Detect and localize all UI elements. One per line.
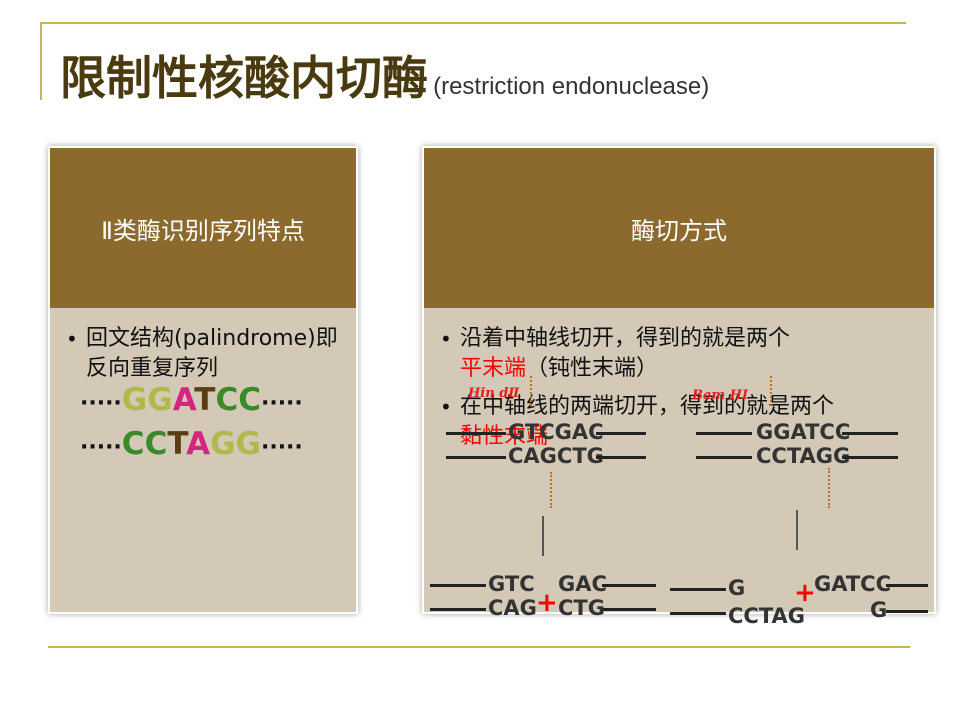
cleavage-panel: 酶切方式 • 沿着中轴线切开，得到的就是两个 平末端（钝性末端） • 在中轴线的…	[422, 146, 936, 628]
base: A	[172, 382, 195, 418]
bullet-dot: •	[440, 395, 452, 419]
strand-line	[446, 456, 506, 459]
sticky-right-top: GATCC	[814, 572, 892, 596]
left-rule	[40, 22, 42, 100]
base: G	[121, 382, 148, 418]
hind-site-top: GTCGAC	[508, 420, 604, 444]
blunt-left-top: GTC	[488, 572, 535, 596]
slide-title: 限制性核酸内切酶 (restriction endonuclease)	[60, 42, 709, 108]
base: G	[235, 426, 261, 462]
base: T	[167, 426, 187, 462]
palindrome-text: 回文结构(palindrome)即反向重复序列	[86, 326, 338, 381]
sticky-left-top: G	[728, 576, 746, 600]
sequence-bottom: ·····CCTAGG·····	[80, 426, 303, 462]
blunt-end-term: 平末端	[460, 356, 527, 381]
sticky-end-term: 黏性末端	[460, 424, 549, 449]
base: G	[147, 382, 173, 418]
dots-left: ·····	[80, 391, 122, 416]
strand-line	[430, 584, 486, 587]
enzyme-label-bam: Bam HⅠ	[692, 388, 749, 403]
bullet-dot: •	[66, 327, 78, 351]
plus-sign: +	[794, 578, 816, 608]
strand-line	[886, 610, 928, 613]
strand-line	[602, 584, 656, 587]
strand-line	[842, 456, 898, 459]
cut-marker-bam-top	[770, 376, 772, 406]
recognition-panel-body: • 回文结构(palindrome)即反向重复序列 ·····GGATCC···…	[50, 310, 356, 612]
cleavage-panel-header: 酶切方式	[424, 148, 934, 308]
base: C	[238, 382, 261, 418]
title-main: 限制性核酸内切酶	[60, 51, 428, 105]
title-sub: (restriction endonuclease)	[433, 73, 710, 100]
blunt-left-bottom: CAG	[488, 596, 537, 620]
strand-line	[602, 608, 656, 611]
dots-right: ·····	[260, 435, 303, 460]
blunt-end-bullet: • 沿着中轴线切开，得到的就是两个 平末端（钝性末端）	[440, 324, 920, 384]
bottom-rule	[48, 646, 910, 648]
cleavage-panel-body: • 沿着中轴线切开，得到的就是两个 平末端（钝性末端） • 在中轴线的两端切开，…	[424, 310, 934, 628]
base: C	[121, 426, 145, 462]
bam-site-top: GGATCC	[756, 420, 851, 444]
blunt-right-bottom: CTG	[558, 596, 605, 620]
enzyme-label-hind: Hin dⅡ	[468, 386, 520, 401]
strand-line	[696, 456, 752, 459]
top-rule	[40, 22, 906, 24]
down-arrow-2	[796, 510, 798, 550]
blunt-text-a: 沿着中轴线切开，得到的就是两个	[460, 326, 791, 351]
base: G	[210, 426, 236, 462]
strand-line	[446, 432, 506, 435]
sequence-top: ·····GGATCC·····	[80, 382, 303, 418]
bam-site-bottom: CCTAGG	[756, 444, 851, 468]
sticky-left-bottom: CCTAG	[728, 604, 806, 628]
base: C	[144, 426, 168, 462]
recognition-panel: Ⅱ类酶识别序列特点 • 回文结构(palindrome)即反向重复序列 ····…	[48, 146, 358, 614]
strand-line	[596, 456, 646, 459]
dots-left: ·····	[80, 435, 122, 460]
blunt-right-top: GAC	[558, 572, 607, 596]
blunt-text-c: （钝性末端）	[526, 356, 659, 381]
cut-marker-hind-bottom	[550, 472, 552, 508]
recognition-panel-header: Ⅱ类酶识别序列特点	[50, 148, 356, 308]
strand-line	[670, 588, 726, 591]
cut-marker-hind-top	[530, 376, 532, 406]
cut-marker-bam-bottom	[828, 468, 830, 508]
base: A	[186, 426, 211, 462]
down-arrow-1	[542, 516, 544, 556]
bullet-dot: •	[440, 327, 452, 351]
strand-line	[670, 612, 726, 615]
strand-line	[886, 584, 928, 587]
plus-sign: +	[536, 588, 558, 618]
strand-line	[696, 432, 752, 435]
base: T	[194, 382, 216, 418]
hind-site-bottom: CAGCTG	[508, 444, 604, 468]
sticky-right-bottom: G	[870, 598, 888, 622]
strand-line	[842, 432, 898, 435]
base: C	[215, 382, 239, 418]
strand-line	[430, 608, 486, 611]
dots-right: ·····	[260, 391, 303, 416]
palindrome-bullet: • 回文结构(palindrome)即反向重复序列	[66, 324, 348, 384]
strand-line	[596, 432, 646, 435]
